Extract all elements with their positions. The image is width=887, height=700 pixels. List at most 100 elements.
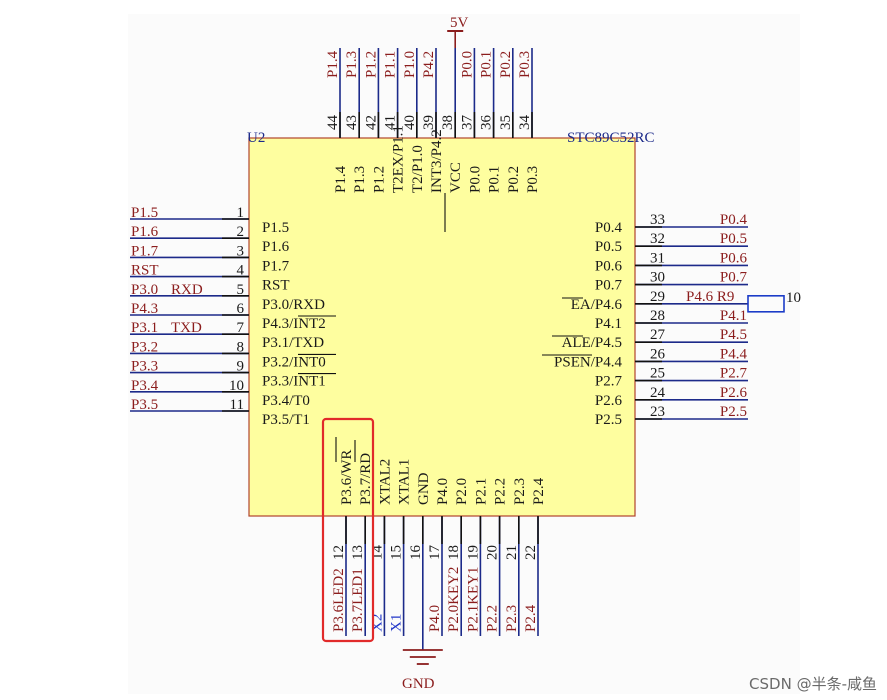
right-pin-number: 26 xyxy=(650,346,666,362)
bottom-pin-number: 14 xyxy=(369,545,385,561)
right-pin-number: 33 xyxy=(650,212,665,228)
bottom-pin-name: GND xyxy=(416,472,432,505)
top-pin-name: P0.1 xyxy=(487,166,503,193)
right-pin-name: ALE/P4.5 xyxy=(562,335,622,351)
top-net-label: P0.3 xyxy=(517,51,533,78)
left-pin-number: 8 xyxy=(237,339,245,355)
right-pin-name: P2.5 xyxy=(595,412,622,428)
left-pin-name: P1.5 xyxy=(262,220,289,236)
left-pin-number: 6 xyxy=(237,301,245,317)
right-net-label: P2.6 xyxy=(720,385,748,401)
bottom-pin-name: P2.4 xyxy=(531,477,547,505)
bottom-pin-name: P3.6/WR xyxy=(339,450,355,505)
left-pin-name: P3.5/T1 xyxy=(262,412,310,428)
left-pin-number: 5 xyxy=(237,282,245,298)
top-pin-name: P1.2 xyxy=(371,166,387,193)
left-net-extra-label: RXD xyxy=(171,282,203,298)
left-net-label: P1.6 xyxy=(131,224,159,240)
bottom-net-label: P2.2 xyxy=(485,605,501,632)
right-pin-number: 27 xyxy=(650,327,666,343)
left-net-label: P4.3 xyxy=(131,301,158,317)
bottom-pin-number: 19 xyxy=(465,545,481,560)
left-pin-name: P3.0/RXD xyxy=(262,297,325,313)
left-net-label: P3.0 xyxy=(131,282,158,298)
left-net-extra-label: TXD xyxy=(171,320,202,336)
bottom-pin-name: P2.0 xyxy=(454,478,470,505)
left-pin-number: 4 xyxy=(237,263,245,279)
left-net-label: RST xyxy=(131,263,159,279)
top-net-label: P1.0 xyxy=(402,51,418,78)
right-net-label: P0.5 xyxy=(720,231,747,247)
top-net-label: P1.1 xyxy=(383,51,399,78)
right-net-label: P4.5 xyxy=(720,327,747,343)
bottom-pin-name: P2.2 xyxy=(493,478,509,505)
watermark: CSDN @半条-咸鱼 xyxy=(749,675,877,693)
right-pin-name: P4.1 xyxy=(595,316,622,332)
left-pin-name: P1.6 xyxy=(262,239,290,255)
left-pin-name: P3.3/INT1 xyxy=(262,374,326,390)
left-pin-number: 11 xyxy=(230,397,244,413)
bottom-pin-name: XTAL2 xyxy=(377,459,393,505)
left-pin-name: P4.3/INT2 xyxy=(262,316,326,332)
bottom-net-label: X2 xyxy=(369,614,385,632)
top-pin-number: 34 xyxy=(517,115,533,131)
left-pin-number: 9 xyxy=(237,359,245,375)
right-pin-number: 30 xyxy=(650,270,665,286)
top-net-label: P0.2 xyxy=(498,51,514,78)
top-pin-name: VCC xyxy=(448,162,464,193)
right-pin-number: 23 xyxy=(650,404,665,420)
bottom-pin-name: P3.7/RD xyxy=(358,453,374,505)
gnd-label: GND xyxy=(402,676,435,692)
right-pin-number: 25 xyxy=(650,366,665,382)
chip-ref-label: U2 xyxy=(247,130,265,146)
top-net-label: P0.0 xyxy=(459,51,475,78)
left-net-label: P3.2 xyxy=(131,339,158,355)
right-pin-number: 28 xyxy=(650,308,665,324)
vcc-label: 5V xyxy=(450,15,469,31)
bottom-pin-number: 22 xyxy=(523,545,539,560)
right-pin-name: PSEN/P4.4 xyxy=(554,354,622,370)
right-net-label: P2.5 xyxy=(720,404,747,420)
left-pin-number: 10 xyxy=(229,378,244,394)
top-pin-number: 42 xyxy=(363,115,379,130)
bottom-net-label: P4.0 xyxy=(427,605,443,632)
bottom-pin-number: 20 xyxy=(485,545,501,560)
bottom-pin-number: 13 xyxy=(350,545,366,560)
top-pin-number: 35 xyxy=(498,115,514,130)
top-pin-number: 44 xyxy=(325,115,341,131)
top-net-label: P4.2 xyxy=(421,51,437,78)
bottom-pin-number: 18 xyxy=(446,545,462,560)
bottom-pin-number: 21 xyxy=(504,545,520,560)
bottom-net-label: P2.1KEY1 xyxy=(465,567,481,632)
right-net-label: P4.6 R9 xyxy=(686,289,734,305)
right-net-label: P4.1 xyxy=(720,308,747,324)
left-pin-number: 3 xyxy=(237,243,245,259)
top-pin-number: 43 xyxy=(344,115,360,130)
right-pin-number: 24 xyxy=(650,385,666,401)
top-pin-number: 39 xyxy=(421,115,437,130)
bottom-net-label: P3.7LED1 xyxy=(350,568,366,632)
bottom-pin-number: 16 xyxy=(408,545,424,561)
left-pin-name: P1.7 xyxy=(262,258,290,274)
top-pin-number: 38 xyxy=(440,115,456,130)
left-net-label: P3.4 xyxy=(131,378,159,394)
top-pin-name: P1.3 xyxy=(352,166,368,193)
top-pin-number: 41 xyxy=(383,115,399,130)
left-pin-number: 2 xyxy=(237,224,245,240)
left-net-label: P3.1 xyxy=(131,320,158,336)
top-pin-name: P1.4 xyxy=(333,165,349,193)
bottom-net-label: P2.3 xyxy=(504,605,520,632)
top-net-label: P1.4 xyxy=(325,50,341,78)
highlight-box xyxy=(321,417,375,643)
top-pin-name: P0.2 xyxy=(506,166,522,193)
left-net-label: P1.5 xyxy=(131,205,158,221)
right-pin-name: P0.4 xyxy=(595,220,623,236)
bottom-net-label: P2.0KEY2 xyxy=(446,567,462,632)
left-pin-name: RST xyxy=(262,278,290,294)
right-net-label: P0.7 xyxy=(720,270,748,286)
top-pin-name: T2/P1.0 xyxy=(410,145,426,193)
bottom-pin-number: 17 xyxy=(427,545,443,561)
right-pin-name: EA/P4.6 xyxy=(571,297,623,313)
bottom-pin-name: XTAL1 xyxy=(397,459,413,505)
